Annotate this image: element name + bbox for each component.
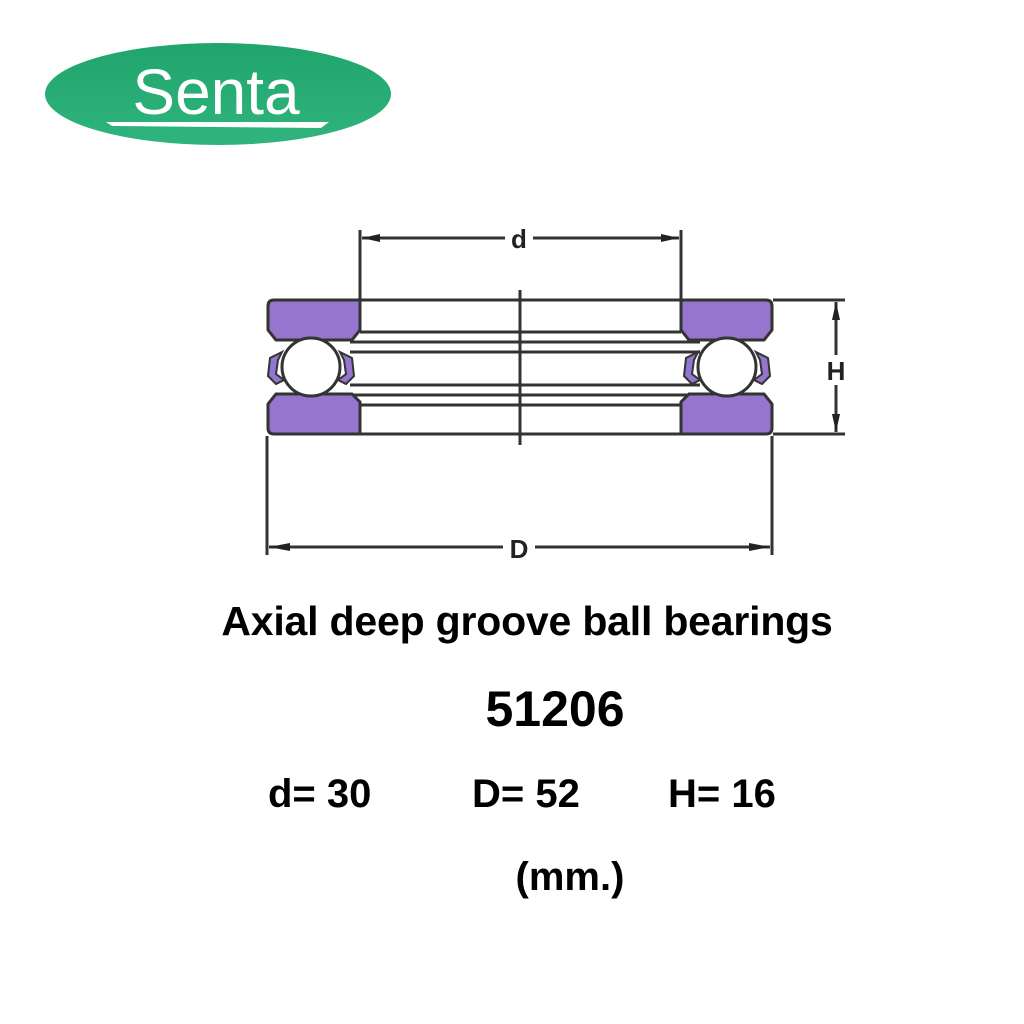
bearing-drawing: d H D	[265, 224, 846, 564]
senta-logo: Senta	[44, 42, 392, 146]
label-D: D	[510, 534, 529, 564]
dimension-D: D= 52	[472, 772, 580, 816]
label-d: d	[511, 224, 527, 254]
dimension-H: H= 16	[668, 772, 776, 816]
ball-left	[280, 336, 342, 398]
product-title: Axial deep groove ball bearings	[221, 598, 833, 644]
logo-text: Senta	[132, 56, 300, 128]
label-H: H	[827, 356, 846, 386]
dimension-d: d= 30	[268, 772, 372, 816]
unit-label: (mm.)	[515, 855, 625, 899]
ball-right	[696, 336, 758, 398]
model-number: 51206	[485, 681, 625, 737]
